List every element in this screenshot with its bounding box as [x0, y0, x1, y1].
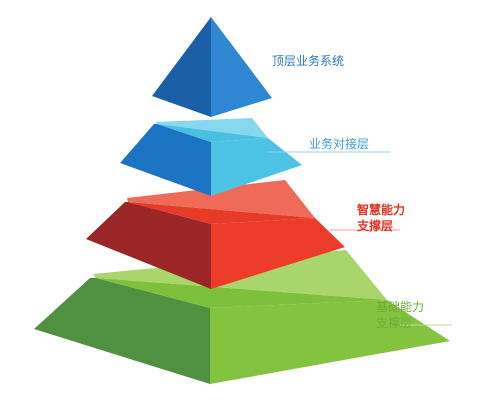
- tier-business-right-face: [157, 124, 268, 142]
- tier-top: [152, 17, 272, 117]
- label-smart-line-2: 支撑层: [357, 219, 394, 233]
- label-connectors: [268, 151, 452, 326]
- tier-smart-left-face: [86, 202, 211, 289]
- tier-base: [34, 250, 450, 384]
- label-business-line-1: 业务对接层: [309, 137, 370, 151]
- tier-base-left-face: [34, 278, 210, 384]
- label-top-business-system: 顶层业务系统: [272, 53, 344, 69]
- tier-base-front-face: [210, 300, 450, 384]
- tier-smart-top-face: [127, 180, 315, 218]
- tier-smart-right-face: [128, 202, 315, 224]
- label-business-integration-layer: 业务对接层: [309, 136, 369, 152]
- tier-business-top-face: [156, 118, 268, 138]
- tier-smart: [86, 180, 345, 289]
- label-top-line-1: 顶层业务系统: [272, 54, 345, 68]
- label-base-line-1: 基础能力: [376, 300, 425, 314]
- tier-top-right-face: [211, 17, 272, 117]
- label-smart-capability-layer: 智慧能力 支撑层: [357, 202, 405, 234]
- tier-top-left-face: [152, 17, 211, 117]
- label-base-capability-layer: 基础能力 支撑层: [376, 299, 424, 331]
- tier-base-right-face: [96, 278, 387, 308]
- label-base-line-2: 支撑层: [376, 316, 413, 330]
- tier-smart-front-face: [211, 218, 345, 289]
- label-smart-line-1: 智慧能力: [357, 203, 406, 217]
- tier-business-left-face: [120, 124, 211, 196]
